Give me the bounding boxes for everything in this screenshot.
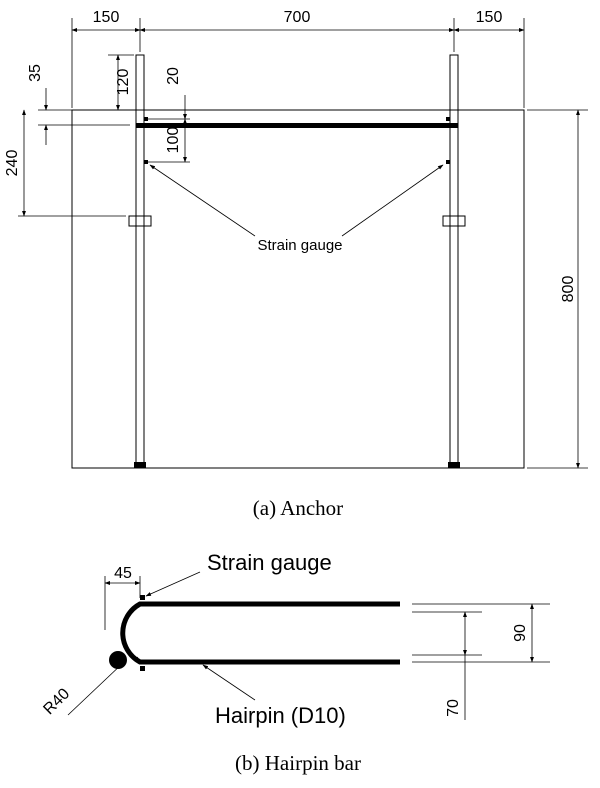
anchor-drawing: 150 700 150 120 35 240 20 [4, 9, 588, 520]
hairpin-gauge-label: Strain gauge [207, 550, 332, 575]
right-nut [442, 215, 466, 227]
leg-spacing-dimension [412, 603, 550, 720]
dim-left-width: 150 [93, 9, 120, 26]
hairpin-bar-leader [202, 664, 256, 701]
dim-leg-spacing: 90 [512, 624, 529, 642]
right-anchor-bar [442, 54, 466, 469]
right-bottom-plate [448, 462, 460, 468]
rebar-offset-dimension [38, 88, 130, 145]
hairpin-bar-label: Hairpin (D10) [215, 703, 346, 728]
gauge-leader-left [149, 164, 256, 237]
dim-bend-width: 45 [114, 565, 132, 582]
dim-gauge-spacing: 100 [165, 127, 182, 154]
dim-gauge-from-top: 20 [165, 67, 182, 85]
gauge-mark [140, 666, 145, 671]
horizontal-rebar [136, 123, 458, 128]
gauge-mark [446, 160, 450, 164]
dim-embed-depth: 240 [4, 150, 21, 177]
left-bottom-plate [134, 462, 146, 468]
anchor-bar-section [109, 651, 127, 669]
gauge-mark [140, 595, 145, 600]
center-mark [133, 656, 139, 662]
gauge-leader-right [341, 164, 444, 237]
bend-width-dimension [104, 576, 141, 630]
dim-block-height: 800 [560, 276, 577, 303]
dim-middle-width: 700 [284, 9, 311, 26]
dim-lower: 70 [445, 699, 462, 717]
dim-right-width: 150 [476, 9, 503, 26]
top-dimension-line [71, 18, 525, 108]
block-height-dimension [527, 109, 588, 469]
anchor-gauge-label: Strain gauge [257, 237, 342, 254]
hairpin-caption: (b) Hairpin bar [235, 751, 361, 775]
dim-protrusion: 120 [115, 69, 132, 96]
anchor-caption: (a) Anchor [253, 496, 343, 520]
left-anchor-bar [128, 54, 152, 469]
gauge-mark [446, 117, 450, 121]
hairpin-drawing: 45 R40 Strain gauge Hairpin (D10) 90 70 … [40, 550, 550, 775]
embed-depth-dimension [18, 109, 126, 217]
radius-leader [67, 661, 125, 716]
hairpin-gauge-leader [145, 571, 201, 597]
gauge-position-dimension [146, 95, 190, 163]
hairpin-bar [120, 601, 400, 665]
dim-rebar-offset: 35 [27, 64, 44, 82]
concrete-block [71, 109, 525, 469]
protrusion-dimension [108, 54, 134, 111]
left-nut [128, 215, 152, 227]
dim-radius: R40 [40, 685, 73, 718]
